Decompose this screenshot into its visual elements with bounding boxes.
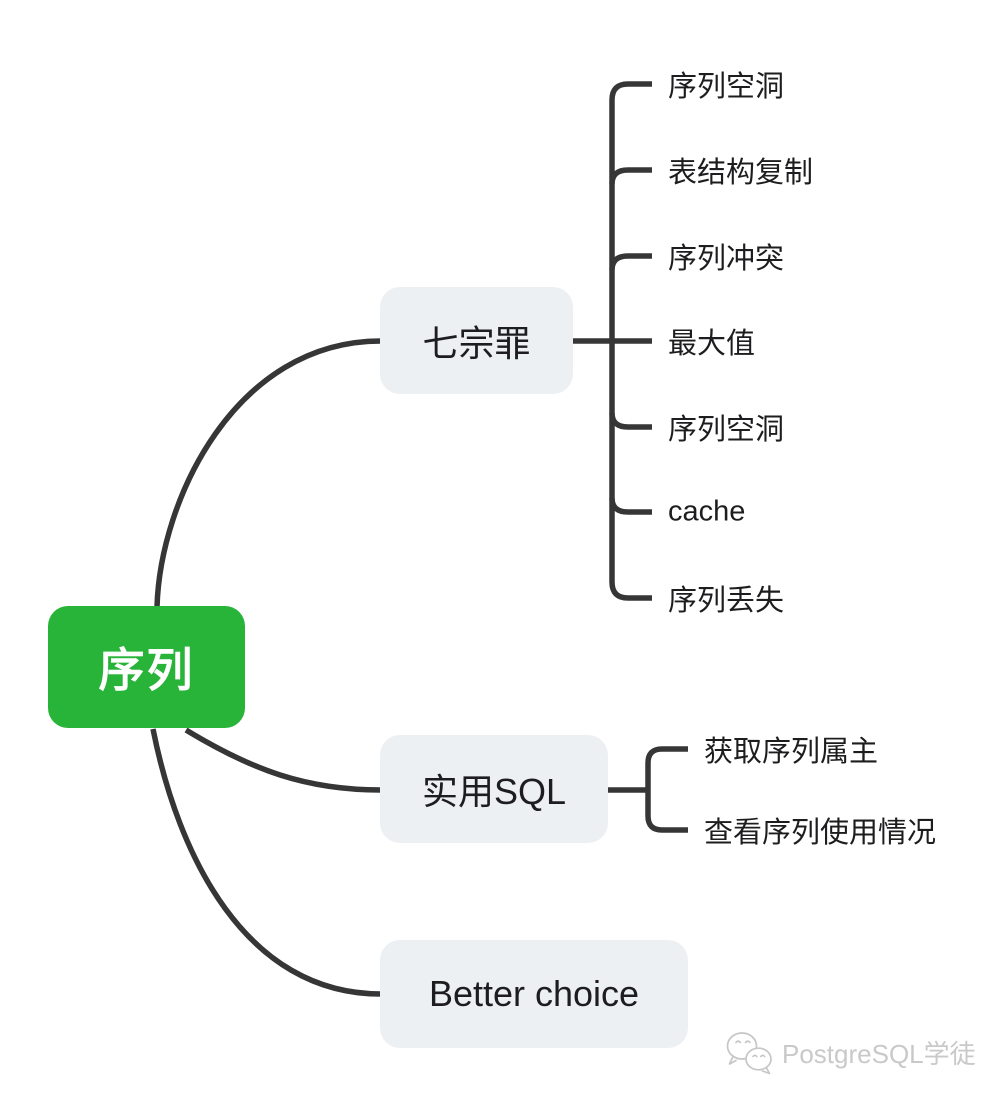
edge-branch-1-stub-6 [609, 497, 652, 515]
edge-root-to-branch-2 [184, 727, 382, 793]
root-node-sequence[interactable]: 序列 [48, 606, 245, 728]
branch-node-practical-sql[interactable]: 实用SQL [380, 735, 608, 843]
leaf-get-sequence-owner[interactable]: 获取序列属主 [704, 736, 879, 768]
edge-root-to-branch-1 [154, 338, 382, 608]
leaf-sequence-loss[interactable]: 序列丢失 [668, 585, 785, 617]
leaf-max-value[interactable]: 最大值 [668, 328, 756, 360]
edge-branch-1-stub-3 [609, 253, 652, 271]
watermark: PostgreSQL学徒 [722, 1028, 976, 1076]
leaf-check-sequence-usage[interactable]: 查看序列使用情况 [704, 817, 937, 849]
leaf-table-structure-copy[interactable]: 表结构复制 [668, 157, 814, 189]
edge-root-to-branch-3 [150, 728, 382, 997]
edge-branch-1-trunk [609, 81, 652, 601]
branch-node-better-choice[interactable]: Better choice [380, 940, 688, 1048]
branch-node-seven-sins[interactable]: 七宗罪 [380, 287, 573, 394]
leaf-sequence-gap-1[interactable]: 序列空洞 [668, 71, 785, 103]
leaf-sequence-gap-2[interactable]: 序列空洞 [668, 414, 785, 446]
watermark-label: PostgreSQL学徒 [782, 1038, 976, 1069]
wechat-icon [726, 1032, 772, 1075]
leaf-cache[interactable]: cache [668, 495, 746, 528]
leaf-sequence-conflict[interactable]: 序列冲突 [668, 243, 785, 275]
edge-branch-1-stub-5 [609, 412, 652, 430]
edge-branch-1-stub-2 [609, 167, 652, 185]
edge-branch-2-bracket [645, 746, 688, 833]
